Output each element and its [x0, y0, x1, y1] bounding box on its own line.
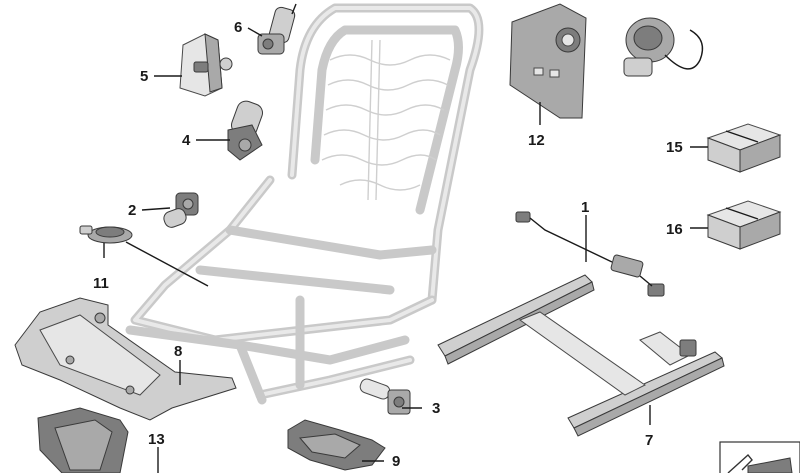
seat-frame — [125, 3, 484, 405]
callout-1: 1 — [581, 199, 589, 216]
leader-lines — [103, 27, 708, 473]
callout-16: 16 — [666, 221, 683, 238]
part-6-motor — [257, 3, 297, 55]
part-8-seat-pan — [14, 297, 237, 421]
part-7-seat-rail — [437, 274, 725, 437]
callout-5: 5 — [140, 68, 148, 85]
part-2-motor — [163, 192, 199, 228]
part-16-box — [706, 200, 782, 250]
part-12-cover-plate — [509, 3, 587, 119]
part-15-box — [706, 123, 782, 173]
part-1-harness — [515, 211, 665, 297]
callout-7: 7 — [645, 432, 653, 449]
part-13-bracket — [37, 407, 129, 473]
part-4-motor — [227, 100, 263, 161]
callout-8: 8 — [174, 343, 182, 360]
callout-6: 6 — [234, 19, 242, 36]
part-11-sensor — [79, 225, 133, 244]
callout-2: 2 — [128, 202, 136, 219]
corner-icon-box — [719, 441, 800, 473]
top-right-motor — [623, 17, 704, 77]
callout-3: 3 — [432, 400, 440, 417]
callout-11: 11 — [93, 275, 109, 292]
callout-labels: 6 5 4 2 11 8 13 9 3 7 1 12 15 16 — [93, 19, 683, 470]
callout-9: 9 — [392, 453, 400, 470]
part-9-bracket — [287, 419, 386, 471]
callout-15: 15 — [666, 139, 683, 156]
callout-12: 12 — [528, 132, 545, 149]
callout-13: 13 — [148, 431, 165, 448]
part-5-gearbox — [179, 33, 233, 97]
callout-4: 4 — [182, 132, 191, 149]
